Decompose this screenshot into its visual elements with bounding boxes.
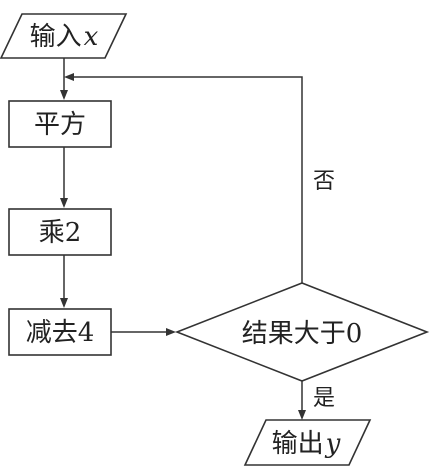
input-shape <box>0 13 128 59</box>
square-node: 平方 <box>8 100 112 148</box>
input-variable: x <box>84 22 99 52</box>
square-label: 平方 <box>34 110 86 140</box>
multiply-node: 乘2 <box>8 208 112 256</box>
subtract-node: 减去4 <box>8 308 112 356</box>
subtract-box <box>8 308 112 356</box>
output-shape <box>243 419 372 466</box>
input-node: 输入x <box>0 13 128 59</box>
arrowhead-subtract-to-decision <box>166 328 176 336</box>
multiply-label: 乘2 <box>39 218 82 248</box>
arrowhead-multiply-to-subtract <box>60 298 68 308</box>
arrowhead-square-to-multiply <box>60 198 68 208</box>
square-box <box>8 100 112 148</box>
multiply-box <box>8 208 112 256</box>
no-label: 否 <box>313 169 335 194</box>
edge-no-loop <box>71 76 303 283</box>
output-node: 输出y <box>243 419 372 466</box>
output-text: 输出 <box>272 429 324 459</box>
input-label: 输入x <box>30 22 99 52</box>
arrowhead-no-loop <box>64 73 74 81</box>
yes-label: 是 <box>313 386 335 411</box>
decision-node: 结果大于0 <box>174 282 430 382</box>
arrowhead-input-to-square <box>60 90 68 100</box>
decision-label: 结果大于0 <box>242 319 363 349</box>
input-text: 输入 <box>30 22 82 52</box>
output-variable: y <box>325 429 341 459</box>
arrowhead-yes <box>298 410 306 420</box>
output-label: 输出y <box>272 429 341 459</box>
subtract-label: 减去4 <box>26 318 95 348</box>
